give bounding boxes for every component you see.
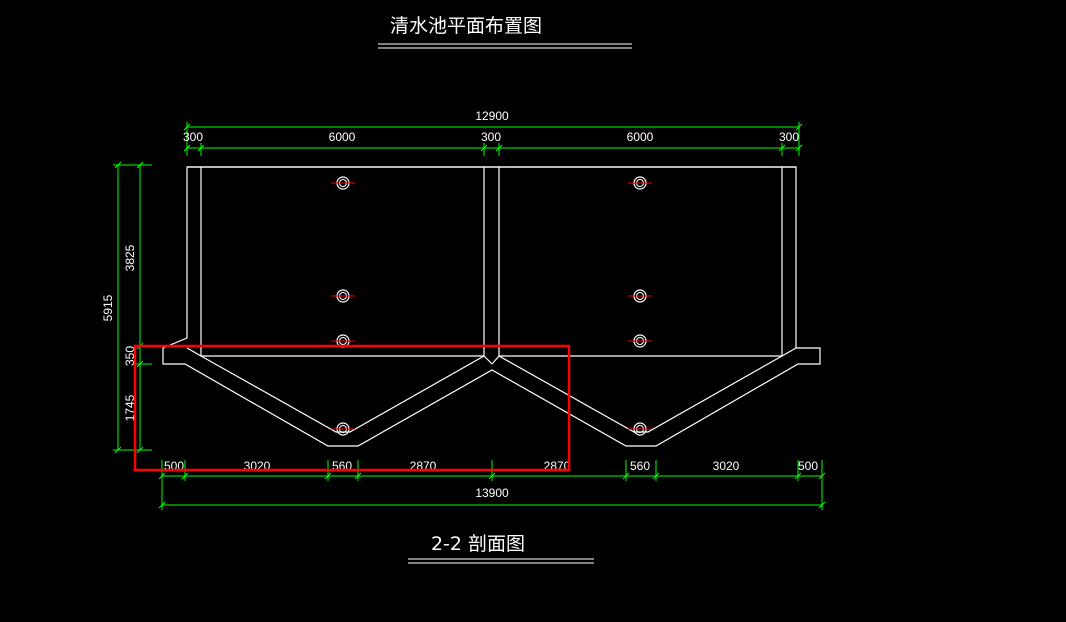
pipe-markers — [331, 176, 652, 436]
pipe-marker — [331, 289, 355, 303]
pipe-marker — [628, 422, 652, 436]
dim-top-part: 6000 — [329, 130, 356, 144]
dim-bottom-total: 13900 — [475, 486, 509, 500]
top-dimension-lines — [183, 122, 803, 156]
dim-top-part: 300 — [481, 130, 501, 144]
highlight-box — [133, 344, 571, 472]
section-title: 2-2 剖面图 — [431, 533, 525, 555]
outer-wall-left — [162, 166, 821, 447]
center-wall-peak-left — [483, 355, 493, 365]
dim-left-part: 3825 — [123, 244, 137, 271]
pipe-marker — [628, 334, 652, 348]
right-ledge — [781, 347, 797, 357]
dim-left-part: 350 — [123, 346, 137, 366]
left-ledge — [186, 347, 202, 357]
dim-top-part: 300 — [183, 130, 203, 144]
dim-bottom-part: 3020 — [713, 459, 740, 473]
left-dimension-lines — [113, 161, 152, 454]
dim-bottom-part: 500 — [798, 459, 818, 473]
inner-wall-right-chamber — [498, 167, 783, 357]
plan-title: 清水池平面布置图 — [390, 15, 542, 37]
dim-left-total: 5915 — [101, 294, 115, 321]
dim-top-total: 12900 — [475, 109, 509, 123]
dim-top-part: 300 — [779, 130, 799, 144]
tank-outline — [162, 166, 821, 447]
pipe-marker — [331, 422, 355, 436]
center-wall-peak-right — [491, 355, 500, 365]
dim-top-part: 6000 — [627, 130, 654, 144]
hopper-inner-right — [498, 355, 783, 433]
pipe-marker — [628, 176, 652, 190]
inner-wall-left-chamber — [200, 167, 485, 357]
hopper-inner-left — [200, 355, 485, 433]
dim-left-part: 1745 — [123, 394, 137, 421]
dim-bottom-part: 560 — [630, 459, 650, 473]
pipe-marker — [628, 289, 652, 303]
pipe-marker — [331, 176, 355, 190]
